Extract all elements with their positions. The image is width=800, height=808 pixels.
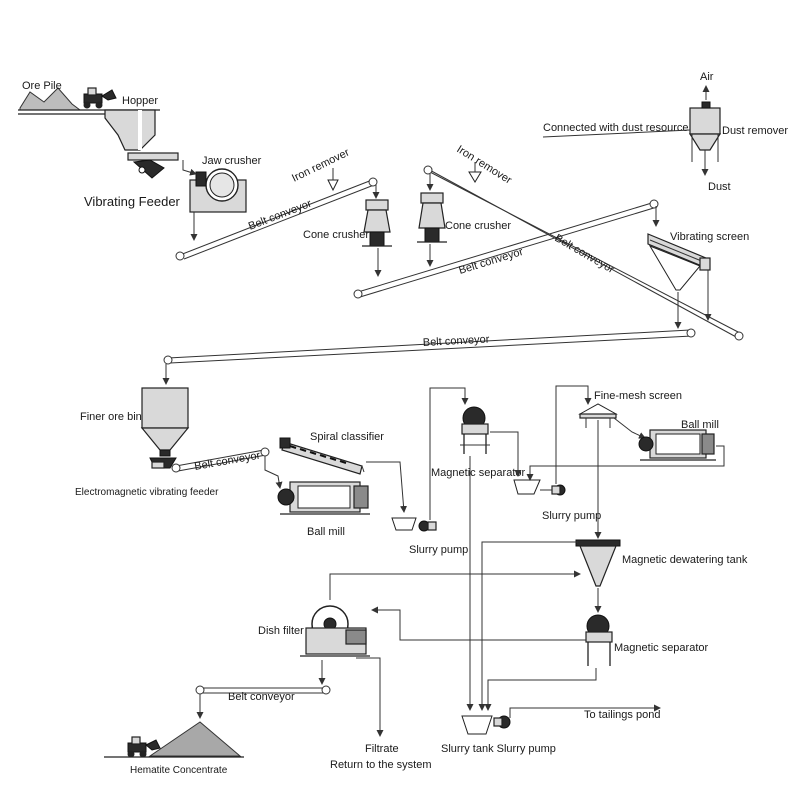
magnetic-separator-2 [585,614,613,666]
label-iron-remover-2: Iron remover [454,143,514,186]
label-magnetic-separator-2: Magnetic separator [614,642,708,654]
dish-filter [300,605,370,657]
magnetic-separator-1 [460,406,490,454]
label-cone-crusher-2: Cone crusher [445,220,511,232]
slurry-pump-2 [551,484,566,496]
label-belt-conveyor-6: Belt conveyor [228,691,295,703]
label-cone-crusher-1: Cone crusher [303,229,369,241]
hematite-concentrate-pile [104,721,244,758]
label-jaw-crusher: Jaw crusher [202,155,262,167]
slurry-tank-bottom [461,715,493,735]
fine-mesh-screen [578,403,618,428]
iron-remover-1 [327,168,339,192]
label-finer-ore-bin: Finer ore bin [80,411,142,423]
slurry-tank-1 [391,517,417,531]
finer-ore-bin [140,387,190,457]
label-filtrate-return: Return to the system [330,759,432,771]
cone-crusher-1 [362,199,392,247]
hopper [104,109,179,161]
label-magnetic-dewatering-tank: Magnetic dewatering tank [622,554,748,566]
front-loader-icon [83,87,117,109]
magnetic-dewatering-tank [575,539,621,587]
ball-mill-2 [638,429,716,461]
dust-remover [688,101,722,162]
spiral-classifier [279,437,365,475]
belt-conveyor-5 [171,447,270,473]
label-to-tailings-pond: To tailings pond [584,709,660,721]
front-loader-2-icon [127,736,161,758]
label-belt-conveyor-4: Belt conveyor [423,334,491,349]
label-belt-conveyor-5: Belt conveyor [193,450,261,473]
label-connected-dust: Connected with dust resource [543,122,689,134]
label-hematite-concentrate: Hematite Concentrate [130,765,228,776]
label-hopper: Hopper [122,95,158,107]
label-iron-remover-1: Iron remover [290,146,352,184]
label-magnetic-separator-1: Magnetic separator [431,467,525,479]
label-slurry-pump-1: Slurry pump [409,544,468,556]
label-vibrating-feeder: Vibrating Feeder [84,194,181,209]
jaw-crusher [189,168,247,213]
label-belt-conveyor-3: Belt conveyor [553,232,617,276]
slurry-tank-2 [513,479,541,495]
belt-conveyor-1 [175,177,378,261]
label-ball-mill-2: Ball mill [681,419,719,431]
label-slurry-tank-pump: Slurry tank Slurry pump [441,743,556,755]
label-dish-filter: Dish filter [258,625,304,637]
iron-remover-2 [468,162,482,183]
belt-conveyor-4 [163,328,696,365]
label-ore-pile: Ore Pile [22,80,62,92]
label-dust-remover: Dust remover [722,125,788,137]
belt-conveyor-3 [423,165,744,341]
cone-crusher-2 [417,192,447,243]
ball-mill-1 [277,481,370,515]
label-belt-conveyor-1: Belt conveyor [247,198,314,233]
label-spiral-classifier: Spiral classifier [310,431,384,443]
vibrating-screen [647,233,711,291]
label-slurry-pump-2: Slurry pump [542,510,601,522]
label-vibrating-screen: Vibrating screen [670,231,749,243]
vibrating-feeder [132,159,165,179]
ore-pile [18,87,160,115]
belt-conveyor-2 [353,199,659,299]
label-belt-conveyor-2: Belt conveyor [457,246,525,277]
label-electromagnetic-feeder: Electromagnetic vibrating feeder [75,487,219,498]
belt-conveyor-6 [195,685,331,695]
slurry-pump-1 [418,520,437,532]
label-dust: Dust [708,181,731,193]
label-ball-mill-1: Ball mill [307,526,345,538]
label-air: Air [700,71,714,83]
label-filtrate: Filtrate [365,743,399,755]
label-fine-mesh-screen: Fine-mesh screen [594,390,682,402]
electromagnetic-vibrating-feeder [149,457,177,469]
slurry-pump-bottom [493,715,511,729]
